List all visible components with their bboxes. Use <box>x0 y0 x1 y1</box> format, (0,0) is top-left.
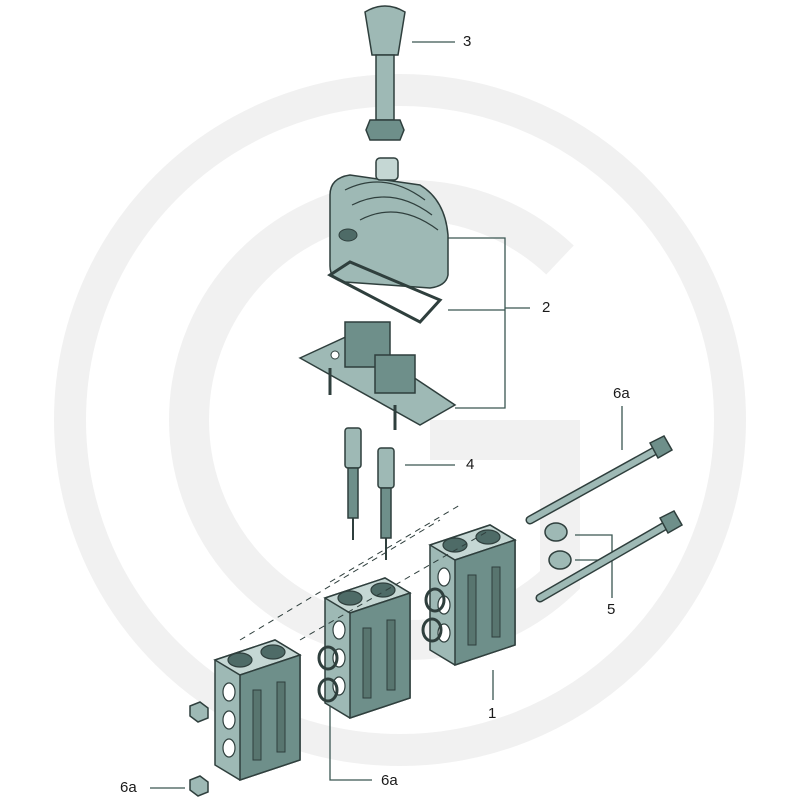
callout-nut: 6a <box>120 779 137 796</box>
housing-part <box>327 157 449 324</box>
nut-parts <box>189 701 209 797</box>
callout-plugs: 5 <box>607 601 616 618</box>
callout-lever: 3 <box>463 33 472 50</box>
callout-seal-rings: 6a <box>381 772 398 789</box>
callout-housing-assembly: 2 <box>542 299 551 316</box>
seal-ring-parts <box>317 587 446 703</box>
plug-parts <box>544 522 572 570</box>
plunger-parts <box>344 427 395 560</box>
lever-part <box>364 5 406 141</box>
callout-plungers: 4 <box>466 456 475 473</box>
callout-valve-block: 1 <box>488 705 497 722</box>
callout-tie-rod: 6a <box>613 385 630 402</box>
tie-rod-parts <box>525 435 684 603</box>
base-plate-part <box>298 321 457 430</box>
dashed-alignment-lines <box>239 504 491 641</box>
